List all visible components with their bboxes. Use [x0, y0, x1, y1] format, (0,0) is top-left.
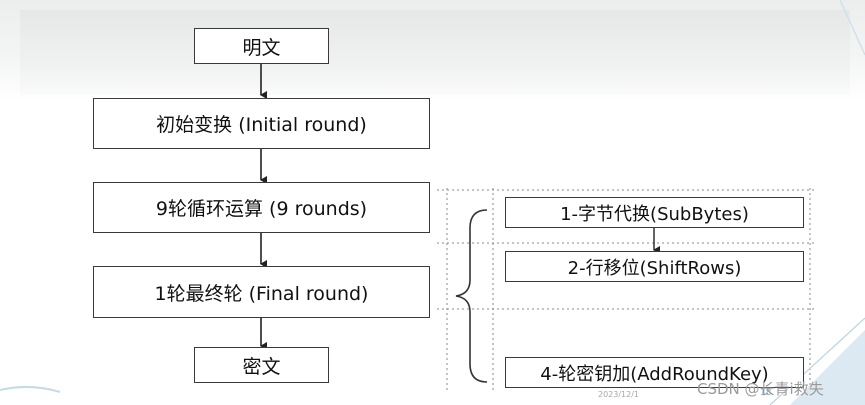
ciphertext-label: 密文 [242, 355, 281, 378]
curly-brace [455, 209, 488, 383]
shiftrows-label: 2-行移位(ShiftRows) [567, 257, 742, 279]
subbytes-label: 1-字节代换(SubBytes) [560, 203, 749, 225]
plaintext-label: 明文 [242, 36, 281, 59]
final-round-box: 1轮最终轮 (Final round) [93, 266, 430, 318]
slide-decoration [790, 330, 865, 405]
slide-page-number: 18 [760, 388, 772, 398]
addroundkey-box: 4-轮密钥加(AddRoundKey) [505, 357, 804, 388]
dotted-guides [437, 188, 815, 392]
nine-rounds-label: 9轮循环运算 (9 rounds) [155, 198, 368, 220]
plaintext-box: 明文 [194, 28, 329, 64]
nine-rounds-box: 9轮循环运算 (9 rounds) [93, 182, 430, 233]
ciphertext-box: 密文 [194, 347, 329, 383]
slide-title-area [20, 10, 850, 95]
initial-round-label: 初始变换 (Initial round) [156, 114, 367, 136]
shiftrows-box: 2-行移位(ShiftRows) [505, 251, 804, 282]
slide-date: 2023/12/1 [598, 390, 640, 399]
csdn-watermark: CSDN @长青i救失 [697, 380, 824, 398]
addroundkey-label: 4-轮密钥加(AddRoundKey) [540, 363, 769, 385]
subbytes-box: 1-字节代换(SubBytes) [505, 197, 804, 228]
initial-round-box: 初始变换 (Initial round) [93, 98, 430, 149]
final-round-label: 1轮最终轮 (Final round) [154, 282, 369, 305]
